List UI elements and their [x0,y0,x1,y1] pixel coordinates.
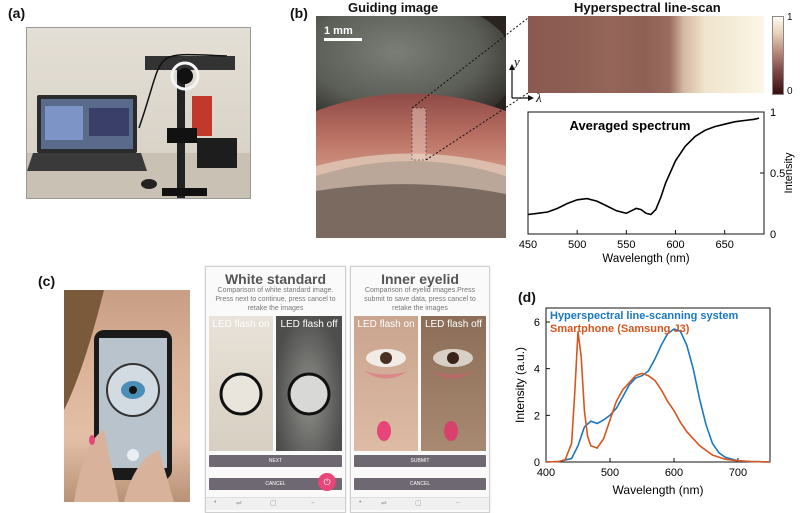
submit-button[interactable]: SUBMIT [354,455,486,467]
y-tick-label: 0.5 [770,168,785,180]
x-axis-label: Wavelength (nm) [613,483,704,497]
white-standard-description: Comparison of white standard image. Pres… [215,287,336,312]
x-tick-label: 400 [537,467,555,479]
averaged-spectrum-line [527,117,760,216]
android-nav-bar: • ⇌ ▢ ← [206,497,345,510]
x-tick-label: 650 [715,239,733,251]
y-tick-label: 2 [534,410,540,422]
flash-on-label: LED flash on [212,319,270,330]
hyperspectral-line-scan-image [528,16,764,93]
smartphone-eye-photo [64,290,190,502]
panel-label-d: (d) [518,289,536,305]
chart-title: Averaged spectrum [570,118,691,133]
white-flash-off-image: LED flash off [276,316,342,451]
android-nav-bar: • ⇌ ▢ ← [351,497,489,510]
panel-label-b: (b) [290,5,308,21]
hyperspectral-series-line [545,328,771,463]
guiding-image-title: Guiding image [348,0,439,15]
x-tick-label: 500 [601,467,619,479]
cancel-button[interactable]: CANCEL [209,478,342,490]
y-tick-label: 1 [770,107,776,119]
y-axis-label: Intensity [783,152,795,193]
nav-dot-icon[interactable]: • [359,499,362,506]
axis-indicator [509,64,534,101]
x-tick-label: 600 [665,467,683,479]
flash-off-label: LED flash off [280,319,338,330]
colorbar-min-label: 0 [787,86,793,97]
nav-back-icon[interactable]: ← [310,499,317,506]
spectrum-comparison-chart: 400 500 600 700 0 2 4 6 Hyperspectral line-sca… [513,307,771,497]
nav-recent-icon[interactable]: ⇌ [381,500,387,507]
cancel-button[interactable]: CANCEL [354,478,486,490]
colorbar-max-label: 1 [787,12,793,23]
smartphone-series-line [545,331,771,463]
eyelid-flash-on-image: LED flash on [354,316,418,451]
panel-label-c: (c) [38,273,56,289]
instrument-photo [26,27,251,199]
nav-home-icon[interactable]: ▢ [415,500,422,507]
inner-eyelid-screen: Inner eyelid Comparison of eyelid images… [350,266,490,513]
axis-lambda-label: λ [536,90,542,105]
flash-on-label: LED flash on [357,319,415,330]
legend-hyperspectral: Hyperspectral line-scanning system [550,310,739,322]
white-flash-on-image: LED flash on [209,316,273,451]
inner-eyelid-title: Inner eyelid [381,271,459,287]
panel-label-a: (a) [8,5,26,21]
x-tick-label: 500 [568,239,586,251]
nav-dot-icon[interactable]: • [214,499,217,506]
nav-recent-icon[interactable]: ⇌ [236,500,242,507]
white-standard-title: White standard [224,271,327,287]
power-fab[interactable]: ⏻ [318,473,336,491]
nav-back-icon[interactable]: ← [455,499,462,506]
next-button[interactable]: NEXT [209,455,342,467]
flash-off-label: LED flash off [424,319,483,330]
guiding-eye-image [316,16,506,238]
x-axis-label: Wavelength (nm) [602,253,689,265]
scale-bar-label: 1 mm [324,25,353,37]
legend-smartphone: Smartphone (Samsung J3) [550,323,690,335]
y-tick-label: 4 [534,364,540,376]
axis-y-label: y [514,54,520,69]
inner-eyelid-description: Comparison of eyelid images.Press submit… [364,287,476,312]
y-axis-label: Intensity (a.u.) [513,347,527,423]
y-tick-label: 0 [534,457,540,469]
x-tick-label: 600 [666,239,684,251]
colorbar [772,16,784,95]
hyperspectral-title: Hyperspectral line-scan [574,0,721,15]
eyelid-flash-off-image: LED flash off [421,316,486,451]
x-tick-label: 450 [519,239,537,251]
x-tick-label: 700 [729,467,747,479]
nav-home-icon[interactable]: ▢ [270,500,277,507]
x-tick-label: 550 [617,239,635,251]
white-standard-screen: White standard Comparison of white stand… [205,266,346,513]
y-tick-label: 0 [770,229,776,241]
y-tick-label: 6 [534,317,540,329]
